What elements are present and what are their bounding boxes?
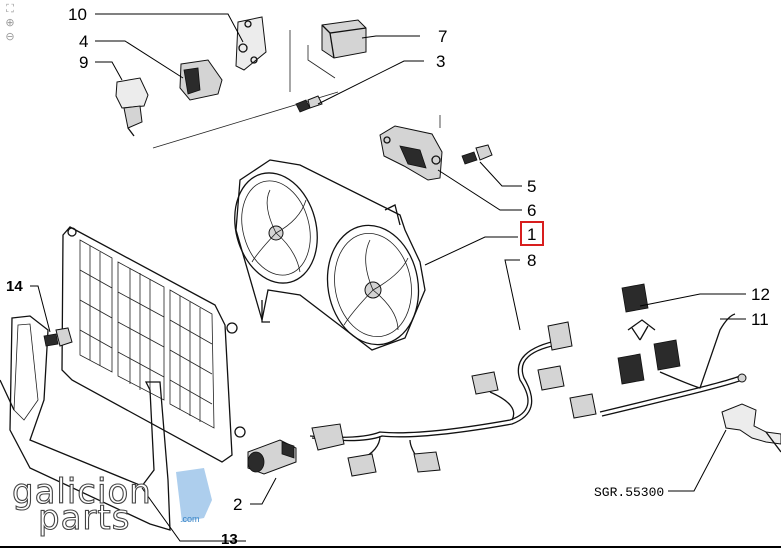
part-2-thermal-switch[interactable]: [247, 439, 297, 475]
radiator[interactable]: [61, 226, 246, 463]
fit-screen-icon[interactable]: ⛶: [6, 2, 14, 15]
zoom-in-icon[interactable]: ⊕: [5, 16, 15, 29]
callout-4[interactable]: 4: [79, 32, 88, 51]
callout-2[interactable]: 2: [233, 495, 242, 514]
logo-domain: .com: [180, 514, 200, 524]
callout-13[interactable]: 13: [221, 531, 238, 548]
part-4-clip[interactable]: [179, 59, 223, 101]
part-11-cable[interactable]: [569, 313, 747, 419]
highlight-box: [520, 221, 544, 246]
bottom-rule: [0, 546, 781, 548]
part-3-bolt[interactable]: [295, 95, 323, 113]
callout-7[interactable]: 7: [438, 27, 447, 46]
part-6-resistor[interactable]: [379, 125, 443, 181]
callout-11[interactable]: 11: [751, 310, 769, 329]
section-lines: [152, 30, 441, 149]
callout-9[interactable]: 9: [79, 53, 88, 72]
callout-5[interactable]: 5: [527, 177, 536, 196]
callouts: 10 4 9 7 3 5 6 1 8 12 11 14 2 13 SGR.553…: [6, 5, 770, 548]
callout-14[interactable]: 14: [6, 278, 23, 295]
ground-clip[interactable]: [721, 403, 781, 453]
callout-1[interactable]: 1: [527, 225, 536, 244]
leader-lines: [30, 13, 746, 542]
reference-code: SGR.55300: [594, 485, 664, 500]
callout-8[interactable]: 8: [527, 251, 536, 270]
callout-12[interactable]: 12: [751, 285, 770, 304]
part-10-bracket[interactable]: [235, 16, 267, 71]
part-9-plug[interactable]: [115, 77, 149, 137]
part-8-wiring-harness[interactable]: [309, 321, 573, 477]
callout-6[interactable]: 6: [527, 201, 536, 220]
part-14-screw[interactable]: [43, 327, 73, 347]
part-1-fan-assembly[interactable]: [223, 159, 428, 352]
part-5-screw[interactable]: [461, 144, 493, 165]
callout-3[interactable]: 3: [436, 52, 445, 71]
part-12-relays[interactable]: [617, 283, 681, 385]
logo-map-mark: [176, 468, 212, 522]
part-13-bracket[interactable]: [0, 315, 171, 531]
zoom-controls: ⛶ ⊕ ⊖: [2, 2, 20, 44]
zoom-out-icon[interactable]: ⊖: [5, 30, 15, 43]
part-7-relay[interactable]: [321, 19, 367, 59]
callout-10[interactable]: 10: [68, 5, 87, 24]
